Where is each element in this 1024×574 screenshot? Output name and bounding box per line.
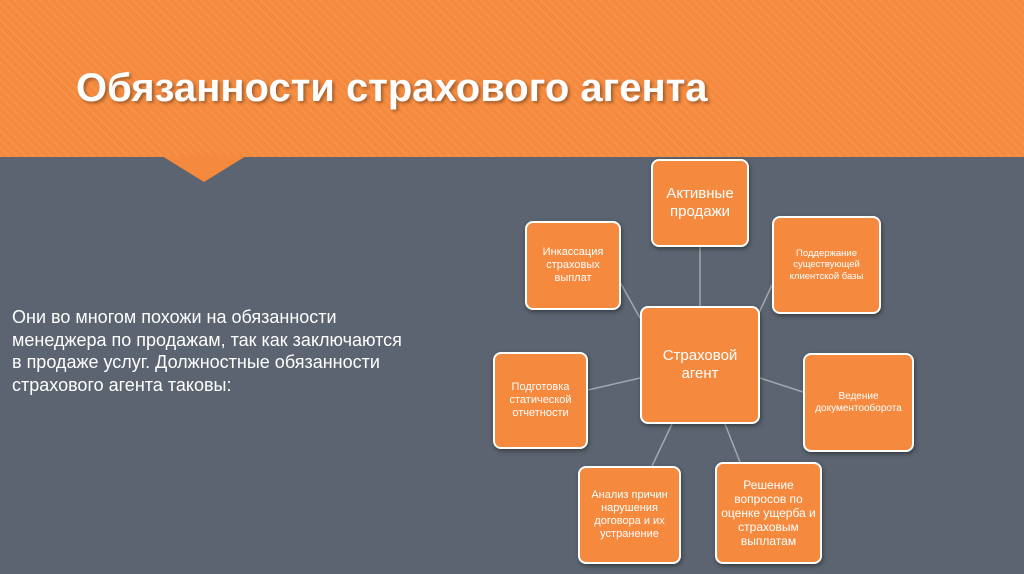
title-banner bbox=[0, 0, 1024, 157]
connector-collection bbox=[619, 281, 641, 319]
node-label: Подготовка статической отчетности bbox=[509, 381, 572, 419]
connector-analysis bbox=[651, 423, 673, 467]
node-damage-assessment: Решение вопросов по оценке ущерба и стра… bbox=[715, 462, 822, 564]
node-collection: Инкассация страховых выплат bbox=[525, 221, 621, 310]
slide-title: Обязанности страхового агента bbox=[76, 66, 708, 110]
node-active-sales: Активные продажи bbox=[651, 159, 749, 247]
node-documents: Ведение документооборота bbox=[803, 353, 914, 452]
slide-description: Они во многом похожи на обязанности мене… bbox=[12, 307, 402, 395]
connector-client-base bbox=[757, 284, 773, 316]
node-reporting: Подготовка статической отчетности bbox=[493, 352, 588, 449]
node-label: Анализ причин нарушения договора и их ус… bbox=[591, 489, 668, 540]
node-label: Поддержание существующей клиентской базы bbox=[789, 247, 864, 282]
node-label: Ведение документооборота bbox=[815, 390, 902, 414]
node-label: Инкассация страховых выплат bbox=[542, 246, 604, 284]
connector-reporting bbox=[587, 377, 641, 391]
connector-documents bbox=[759, 377, 804, 393]
node-client-base: Поддержание существующей клиентской базы bbox=[772, 216, 881, 314]
banner-notch bbox=[162, 156, 246, 182]
node-label: Активные продажи bbox=[666, 185, 734, 220]
center-node-label: Страховой агент bbox=[662, 347, 738, 382]
node-violation-analysis: Анализ причин нарушения договора и их ус… bbox=[578, 466, 681, 564]
node-label: Решение вопросов по оценке ущерба и стра… bbox=[721, 478, 816, 548]
center-node: Страховой агент bbox=[640, 306, 760, 424]
connector-damage bbox=[724, 423, 741, 463]
